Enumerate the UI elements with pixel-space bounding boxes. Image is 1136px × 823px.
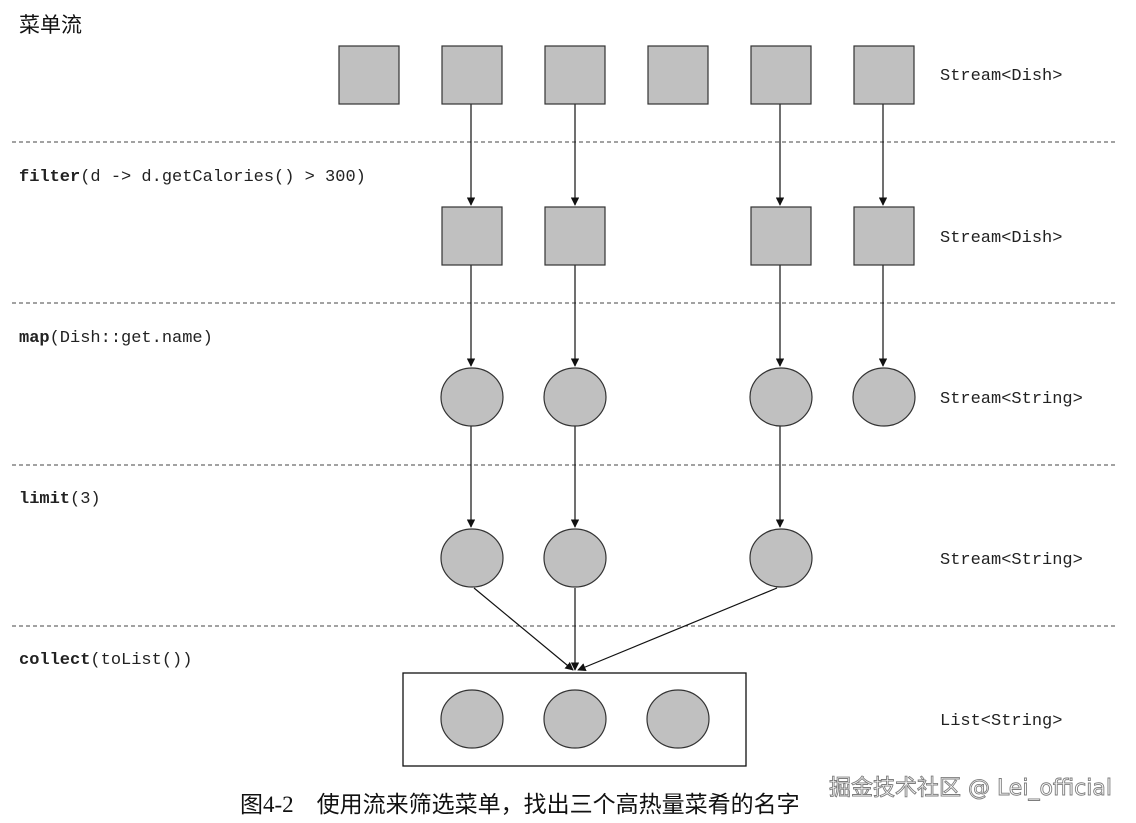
flow-arrows: [466, 104, 888, 672]
figure-caption: 图4-2 使用流来筛选菜单，找出三个高热量菜肴的名字: [240, 792, 800, 817]
stage-2-items: [441, 206, 915, 266]
dish-square: [853, 206, 915, 266]
type-label-1: Stream<Dish>: [940, 67, 1062, 86]
op-label-filter: filter(d -> d.getCalories() > 300): [19, 168, 366, 187]
string-circle: [440, 528, 504, 588]
op-name: map: [19, 329, 50, 348]
string-circle: [749, 367, 813, 427]
dish-square: [338, 45, 400, 105]
op-name: limit: [19, 490, 70, 509]
type-label-4: Stream<String>: [940, 551, 1083, 570]
dish-square: [441, 206, 503, 266]
op-args: (d -> d.getCalories() > 300): [80, 168, 366, 187]
string-circle: [440, 689, 504, 749]
string-circle: [749, 528, 813, 588]
op-name: filter: [19, 168, 80, 187]
type-label-5: List<String>: [940, 712, 1062, 731]
dish-square: [441, 45, 503, 105]
stage-dividers: [12, 141, 1118, 627]
op-args: (Dish::get.name): [50, 329, 213, 348]
string-circle: [543, 367, 607, 427]
stage-1-items: [338, 45, 915, 105]
type-label-3: Stream<String>: [940, 390, 1083, 409]
string-circle: [543, 528, 607, 588]
dish-square: [544, 45, 606, 105]
string-circle: [543, 689, 607, 749]
arrow: [473, 587, 574, 671]
dish-square: [750, 45, 812, 105]
diagram-title: 菜单流: [19, 13, 82, 37]
arrow: [577, 587, 778, 672]
op-args: (toList()): [90, 651, 192, 670]
op-label-map: map(Dish::get.name): [19, 329, 213, 348]
op-name: collect: [19, 651, 90, 670]
watermark: 掘金技术社区 @ Lei_official: [829, 776, 1112, 801]
op-label-collect: collect(toList()): [19, 651, 192, 670]
dish-square: [853, 45, 915, 105]
op-args: (3): [70, 490, 101, 509]
dish-square: [544, 206, 606, 266]
op-label-limit: limit(3): [19, 490, 101, 509]
stage-5-items: [440, 689, 710, 749]
stage-3-items: [440, 367, 916, 427]
string-circle: [852, 367, 916, 427]
type-label-2: Stream<Dish>: [940, 229, 1062, 248]
string-circle: [440, 367, 504, 427]
stage-4-items: [440, 528, 813, 588]
dish-square: [647, 45, 709, 105]
dish-square: [750, 206, 812, 266]
string-circle: [646, 689, 710, 749]
